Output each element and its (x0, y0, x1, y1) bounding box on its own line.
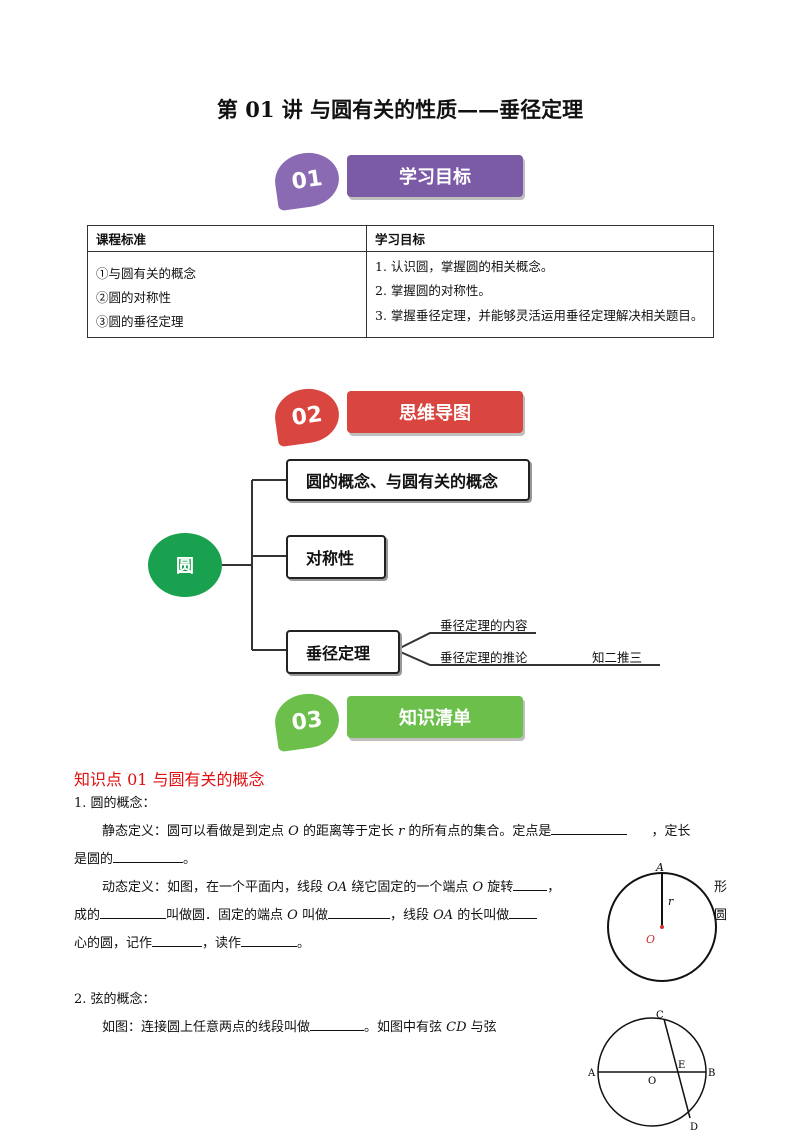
section-badge-02: 02 思维导图 (271, 384, 525, 448)
blank-notation[interactable] (152, 932, 203, 947)
blank-center-name[interactable] (327, 904, 390, 919)
section-number: 02 (271, 384, 343, 448)
standards-cell: ①与圆有关的概念 ②圆的对称性 ③圆的垂径定理 (87, 251, 367, 338)
section-number: 01 (271, 148, 343, 212)
var-O: O (288, 824, 299, 839)
blank-center[interactable] (551, 820, 628, 835)
static-definition: 静态定义：圆可以看做是到定点 O 的距离等于定长 r 的所有点的集合。定点是，定… (74, 818, 726, 846)
static-definition-cont: 是圆的。 (74, 846, 196, 874)
dynamic-definition-cont: 成的叫做圆．固定的端点 O 叫做，线段 OA 的长叫做 (74, 902, 538, 930)
blank-figure[interactable] (100, 904, 167, 919)
label-A: A (587, 1068, 596, 1079)
section-badge-03: 03 知识清单 (271, 689, 525, 753)
label-E: E (678, 1060, 685, 1071)
mindmap-note: 知二推三 (592, 650, 643, 665)
blank-radius[interactable] (113, 848, 184, 863)
dynamic-definition: 动态定义：如图，在一个平面内，线段 OA 绕它固定的一个端点 O 旋转， (102, 874, 560, 902)
dynamic-text-end: 形 (714, 880, 728, 895)
mindmap-node-theorem: 垂径定理 (286, 630, 400, 674)
goals-cell: 1. 认识圆，掌握圆的相关概念。 2. 掌握圆的对称性。 3. 掌握垂径定理，并… (366, 251, 714, 338)
blank-rotate[interactable] (513, 876, 548, 891)
label-O: O (648, 1076, 656, 1087)
mindmap-sub-content: 垂径定理的内容 (440, 618, 528, 633)
mindmap-connectors (222, 479, 660, 666)
item-chord-concept: 2. 弦的概念： (74, 992, 156, 1007)
blank-radius-name[interactable] (509, 904, 538, 919)
dynamic-definition-cont2: 心的圆，记作，读作。 (74, 930, 310, 958)
table-header-standard: 课程标准 (87, 225, 367, 252)
table-header-goal: 学习目标 (366, 225, 714, 252)
circle-radius-figure: A r O (607, 861, 717, 982)
dynamic-text-end-2: 圆 (714, 908, 728, 923)
chord-figure: A O E B C D (587, 1010, 715, 1132)
mindmap-center-node: 圆 (148, 533, 222, 597)
chord-definition: 如图：连接圆上任意两点的线段叫做。如图中有弦 CD 与弦 (102, 1014, 497, 1042)
label-D: D (690, 1122, 698, 1132)
goal-item: 1. 认识圆，掌握圆的相关概念。 (375, 259, 554, 274)
mindmap-node-symmetry: 对称性 (286, 535, 386, 579)
section-label: 学习目标 (347, 155, 523, 197)
section-label: 思维导图 (347, 391, 523, 433)
label-A: A (655, 861, 664, 874)
objectives-table: 课程标准 学习目标 ①与圆有关的概念 ②圆的对称性 ③圆的垂径定理 1. 认识圆… (87, 225, 714, 338)
mindmap-node-concept: 圆的概念、与圆有关的概念 (286, 459, 530, 501)
section-badge-01: 01 学习目标 (271, 148, 525, 212)
var-r: r (398, 824, 405, 839)
section-number: 03 (271, 689, 343, 753)
standard-item: ②圆的对称性 (96, 290, 172, 305)
goal-item: 2. 掌握圆的对称性。 (375, 283, 491, 298)
standard-item: ①与圆有关的概念 (96, 266, 197, 281)
knowledge-point-title: 知识点 01 与圆有关的概念 (74, 770, 265, 789)
blank-chord[interactable] (310, 1016, 365, 1031)
label-C: C (656, 1010, 664, 1021)
label-B: B (708, 1068, 715, 1079)
section-label: 知识清单 (347, 696, 523, 738)
standard-item: ③圆的垂径定理 (96, 314, 184, 329)
mindmap-sub-corollary: 垂径定理的推论 (440, 650, 528, 665)
label-r: r (668, 895, 674, 908)
blank-reading[interactable] (241, 932, 298, 947)
goal-item: 3. 掌握垂径定理，并能够灵活运用垂径定理解决相关题目。 (375, 308, 704, 323)
item-circle-concept: 1. 圆的概念： (74, 796, 156, 811)
page-title: 第 01 讲 与圆有关的性质——垂径定理 (216, 97, 584, 122)
label-O: O (646, 933, 655, 946)
